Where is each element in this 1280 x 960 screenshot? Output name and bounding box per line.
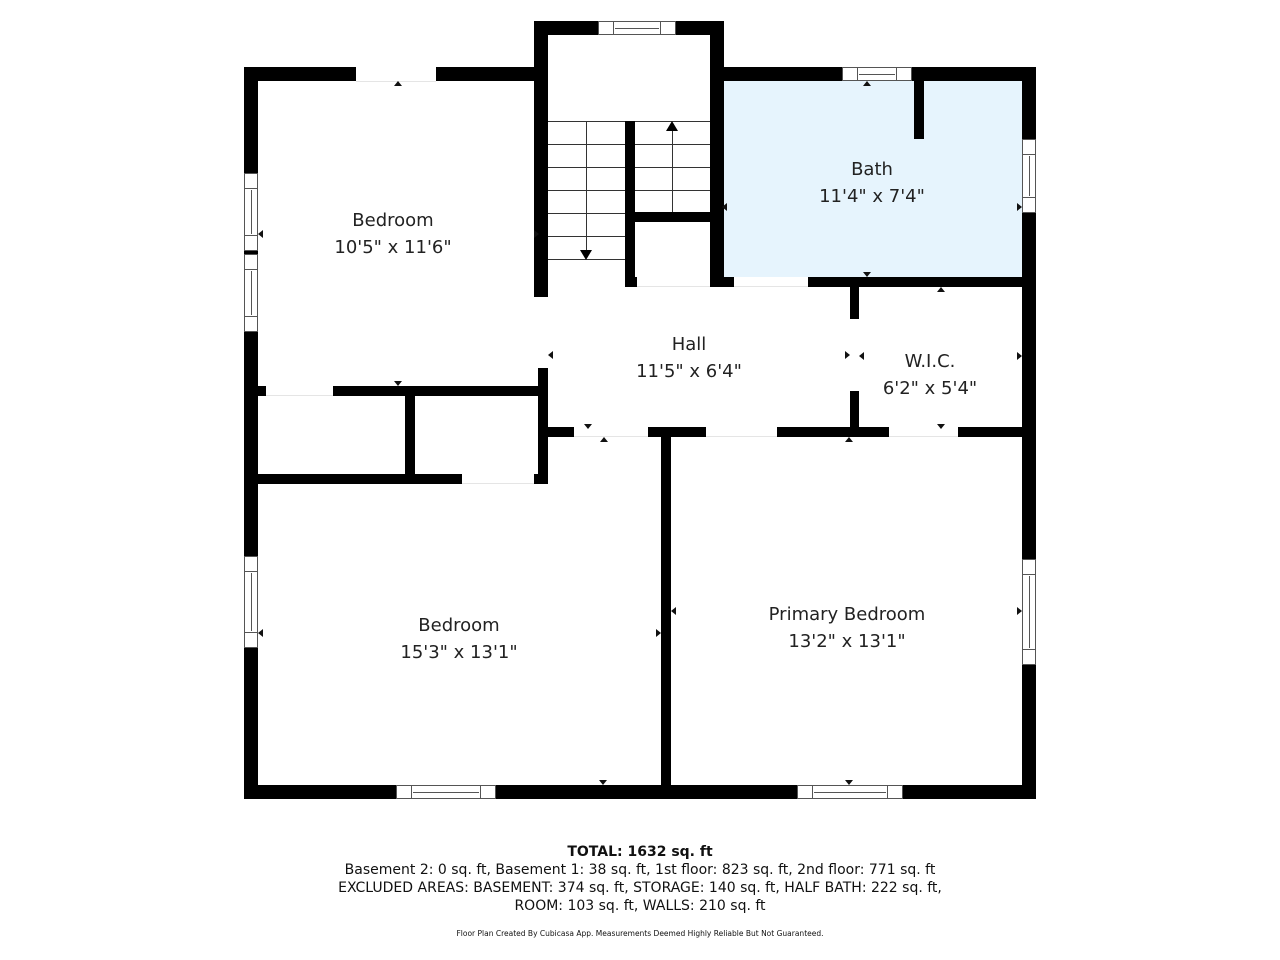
stair-direction-line (672, 128, 673, 212)
room-name: Bedroom (418, 615, 500, 636)
area-summary: TOTAL: 1632 sq. ft Basement 2: 0 sq. ft,… (0, 843, 1280, 915)
window (1022, 559, 1036, 665)
room-name: Bedroom (352, 210, 434, 231)
room-label-bedroom-sw: Bedroom 15'3" x 13'1" (400, 612, 517, 666)
window (598, 21, 676, 35)
room-label-hall: Hall 11'5" x 6'4" (636, 331, 742, 385)
room-label-primary-bedroom: Primary Bedroom 13'2" x 13'1" (769, 601, 926, 655)
wall (538, 427, 574, 437)
room-label-bedroom-nw: Bedroom 10'5" x 11'6" (334, 207, 451, 261)
dimension-marker-icon (845, 437, 853, 442)
wall (958, 427, 1036, 437)
dimension-marker-icon (534, 230, 539, 238)
dimension-marker-icon (859, 352, 864, 360)
wall (333, 386, 547, 396)
dimension-marker-icon (258, 629, 263, 637)
dimension-marker-icon (845, 780, 853, 785)
room-dimensions: 10'5" x 11'6" (334, 237, 452, 258)
excluded-areas-line-1: EXCLUDED AREAS: BASEMENT: 374 sq. ft, ST… (338, 880, 942, 896)
room-dimensions: 11'5" x 6'4" (636, 361, 742, 382)
dimension-marker-icon (599, 780, 607, 785)
dimension-marker-icon (584, 424, 592, 429)
dimension-marker-icon (937, 424, 945, 429)
dimension-marker-icon (1017, 607, 1022, 615)
doorway (266, 395, 333, 396)
stair-direction-line (586, 121, 587, 255)
wall (625, 277, 637, 287)
wall (534, 474, 548, 484)
wall (436, 67, 536, 81)
room-name: Hall (671, 334, 707, 355)
room-name: Bath (851, 159, 893, 180)
stair-down-arrow-icon (580, 250, 592, 260)
doorway (706, 436, 777, 437)
window (396, 785, 496, 799)
window (244, 173, 258, 251)
dimension-marker-icon (656, 629, 661, 637)
room-label-wic: W.I.C. 6'2" x 5'4" (883, 348, 977, 402)
room-name: Primary Bedroom (768, 604, 926, 625)
window (842, 67, 912, 81)
room-dimensions: 11'4" x 7'4" (819, 186, 925, 207)
wall (538, 368, 548, 484)
dimension-marker-icon (258, 230, 263, 238)
wall (850, 277, 859, 319)
dimension-marker-icon (1017, 352, 1022, 360)
disclaimer: Floor Plan Created By Cubicasa App. Meas… (456, 929, 824, 938)
dimension-marker-icon (863, 272, 871, 277)
dimension-marker-icon (394, 381, 402, 386)
room-dimensions: 6'2" x 5'4" (882, 378, 978, 399)
wall (244, 67, 356, 81)
dimension-marker-icon (600, 437, 608, 442)
wall (405, 386, 415, 476)
dimension-marker-icon (671, 607, 676, 615)
window (244, 556, 258, 648)
dimension-marker-icon (548, 351, 553, 359)
floor-plan: Bedroom 10'5" x 11'6" Bath 11'4" x 7'4" … (244, 21, 1036, 799)
window (1022, 139, 1036, 213)
room-name: W.I.C. (904, 351, 956, 372)
wall (625, 121, 635, 287)
wall (244, 785, 1036, 799)
dimension-marker-icon (937, 287, 945, 292)
doorway (889, 436, 958, 437)
room-dimensions: 15'3" x 13'1" (400, 642, 518, 663)
wall (777, 427, 889, 437)
wall (808, 277, 1036, 287)
window (797, 785, 903, 799)
dimension-marker-icon (845, 351, 850, 359)
floor-areas: Basement 2: 0 sq. ft, Basement 1: 38 sq.… (344, 862, 936, 878)
total-area: TOTAL: 1632 sq. ft (567, 844, 713, 860)
stair-up-arrow-icon (666, 121, 678, 131)
excluded-areas-line-2: ROOM: 103 sq. ft, WALLS: 210 sq. ft (514, 898, 766, 914)
room-label-bath: Bath 11'4" x 7'4" (819, 156, 925, 210)
wall (244, 386, 266, 396)
wall (914, 81, 924, 139)
wall (710, 21, 724, 287)
wall (710, 277, 734, 287)
doorway (462, 483, 534, 484)
bath-fill (722, 81, 1022, 277)
doorway (574, 436, 648, 437)
doorway (637, 286, 710, 287)
dimension-marker-icon (722, 203, 727, 211)
window (244, 254, 258, 332)
doorway (734, 286, 808, 287)
wall (244, 474, 462, 484)
wall (534, 21, 548, 297)
wall (850, 391, 859, 437)
dimension-marker-icon (394, 81, 402, 86)
room-dimensions: 13'2" x 13'1" (788, 631, 906, 652)
dimension-marker-icon (863, 81, 871, 86)
wall (625, 212, 722, 222)
wall (648, 427, 706, 437)
dimension-marker-icon (1017, 203, 1022, 211)
wall (661, 427, 671, 799)
